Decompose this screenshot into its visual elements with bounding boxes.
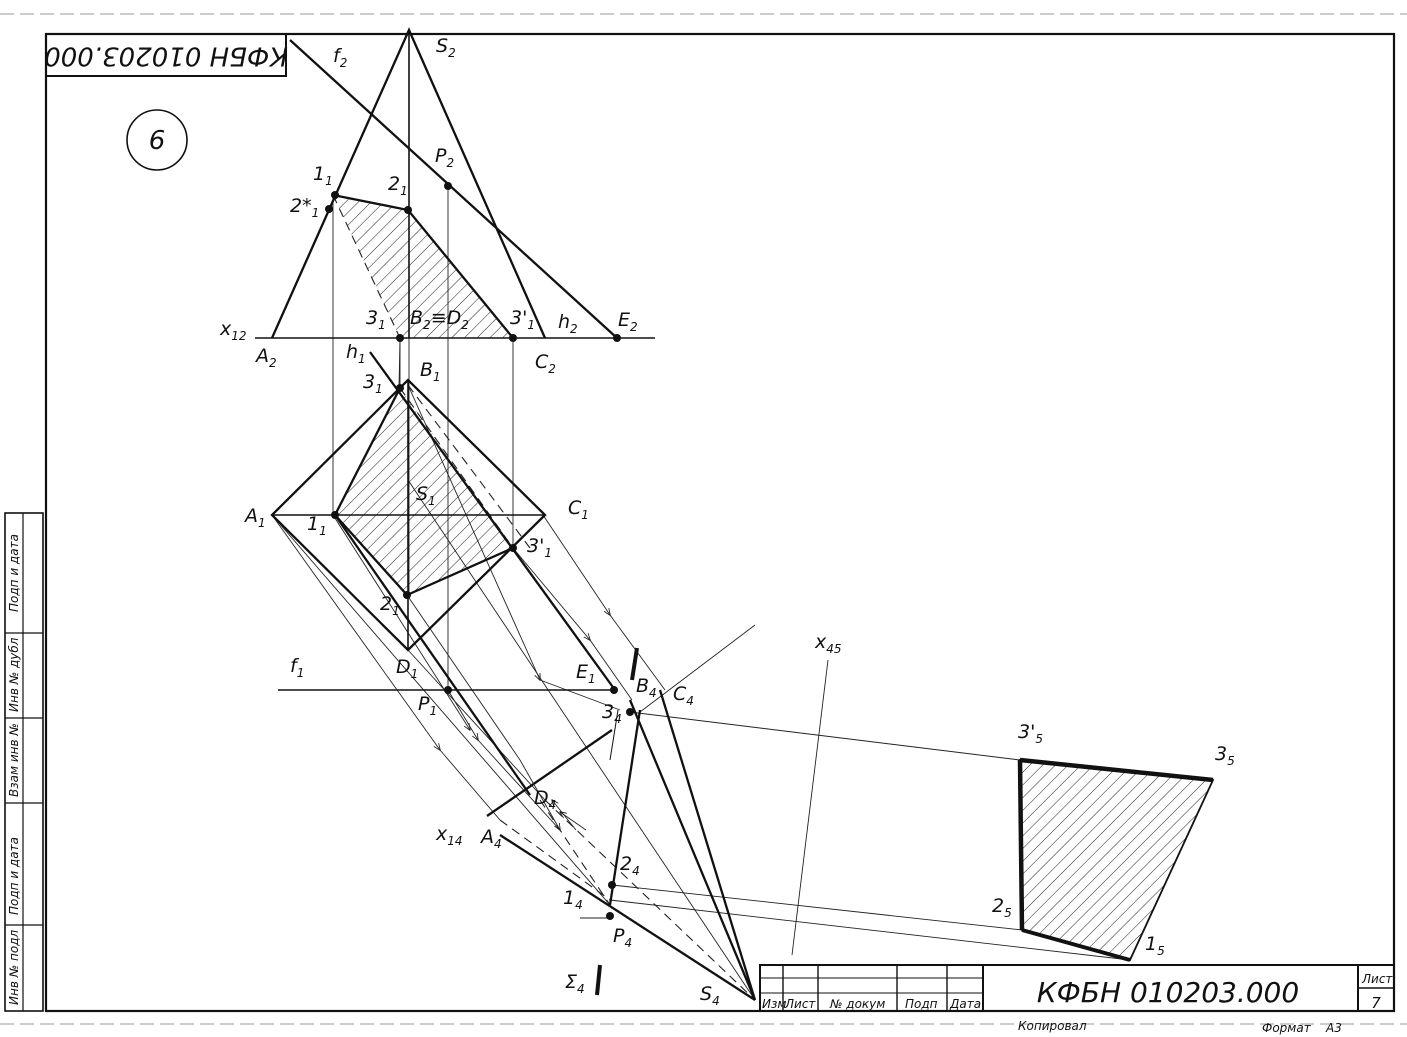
sheet-frame: [0, 13, 1407, 1025]
label-D1: D1: [396, 656, 418, 681]
label-1-1-front: 11: [313, 163, 333, 188]
label-f1: f1: [290, 655, 304, 680]
hidden-lines: [332, 194, 756, 1001]
title-col-list: Лист: [784, 997, 816, 1011]
label-1-1-top: 11: [307, 513, 327, 538]
side-inv-podl: Инв № подл: [7, 930, 21, 1005]
label-1-5: 15: [1145, 933, 1165, 958]
label-S1: S1: [416, 483, 436, 508]
side-strip: Инв № подл Подп и дата Взам инв № Инв № …: [4, 512, 44, 1012]
label-B4: B4: [636, 675, 657, 700]
label-C1: C1: [568, 497, 589, 522]
label-2-4: 24: [620, 853, 640, 878]
label-A4: A4: [479, 826, 502, 851]
section-front-view: [333, 195, 513, 338]
label-C2: C2: [535, 351, 556, 376]
title-block: Изм Лист № докум Подп Дата КФБН 010203.0…: [759, 964, 1395, 1035]
label-x45: x45: [814, 631, 842, 656]
label-A2: A2: [254, 345, 277, 370]
stamp-code: КФБН 010203.000: [44, 41, 288, 71]
section-true-shape: [1020, 760, 1213, 960]
label-S2: S2: [436, 35, 456, 60]
sheet-circle-number: 6: [149, 126, 166, 156]
side-vzam-inv: Взам инв №: [7, 723, 21, 797]
label-h2: h2: [558, 311, 578, 336]
label-2-1-front: 21: [388, 173, 408, 198]
title-doc-code: КФБН 010203.000: [1037, 976, 1299, 1009]
label-P4: P4: [613, 925, 632, 950]
hatched-sections: [333, 195, 1213, 960]
side-podp-data-1: Подп и дата: [7, 534, 21, 612]
title-format-value: А3: [1325, 1021, 1342, 1035]
title-copied-by: Копировал: [1018, 1019, 1087, 1033]
label-S4: S4: [700, 983, 720, 1008]
title-col-data: Дата: [949, 997, 981, 1011]
title-sheet-number: 7: [1371, 994, 1381, 1012]
label-3p-1-front: 3'1: [510, 307, 535, 332]
label-f2: f2: [333, 45, 347, 70]
points: [325, 182, 634, 920]
title-col-izm: Изм: [762, 997, 786, 1011]
side-podp-data-2: Подп и дата: [7, 837, 21, 915]
title-format-label: Формат: [1262, 1021, 1312, 1035]
label-E1: E1: [576, 661, 596, 686]
label-1-4: 14: [563, 887, 583, 912]
label-h1: h1: [346, 341, 366, 366]
label-B2-D2: B2≡D2: [410, 307, 469, 332]
label-P2: P2: [435, 145, 454, 170]
labels: f2 S2 P2 11 21 2*1 x12 A2 31 B2≡D2 3'1 h…: [219, 35, 1235, 1008]
label-x12: x12: [219, 318, 247, 343]
inverted-stamp: КФБН 010203.000: [44, 33, 288, 77]
sheet-circle: 6: [126, 109, 188, 171]
section-top-view: [335, 388, 513, 595]
label-B1: B1: [420, 359, 441, 384]
side-inv-dubl: Инв № дубл: [7, 637, 21, 712]
label-3p-1-top: 3'1: [527, 535, 552, 560]
label-C4: C4: [673, 683, 694, 708]
label-2-1-top: 21: [380, 593, 400, 618]
label-P1: P1: [418, 693, 437, 718]
label-Sigma4: Σ4: [565, 971, 585, 996]
label-3p-5: 3'5: [1018, 721, 1043, 746]
title-sheet-label: Лист: [1361, 972, 1393, 986]
label-3-4: 34: [602, 701, 622, 726]
label-E2: E2: [618, 309, 638, 334]
title-col-podp: Подп: [905, 997, 938, 1011]
label-x14: x14: [435, 823, 463, 848]
label-3-1-front: 31: [366, 307, 386, 332]
label-2star-1: 2*1: [290, 195, 319, 220]
title-col-doc: № докум: [829, 997, 885, 1011]
label-3-5: 35: [1215, 743, 1235, 768]
object-lines: [255, 27, 1215, 1001]
label-2-5: 25: [992, 895, 1012, 920]
label-A1: A1: [243, 505, 266, 530]
label-D4: D4: [534, 787, 556, 812]
label-3-1-top: 31: [363, 371, 383, 396]
